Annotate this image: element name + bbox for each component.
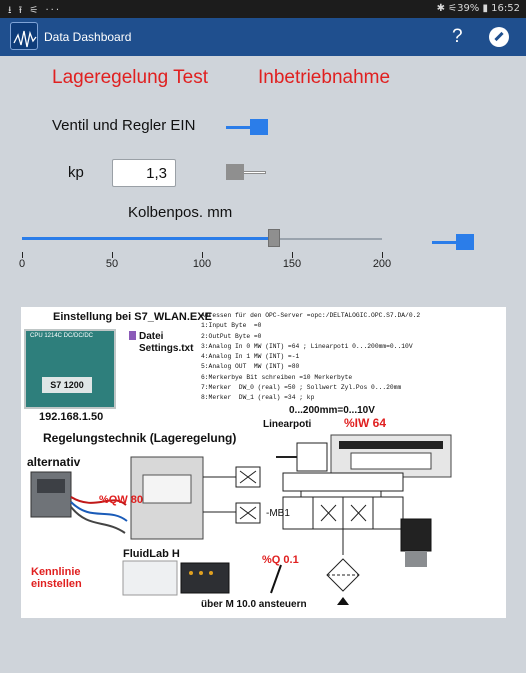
ventil-toggle[interactable]: [226, 119, 270, 135]
opc-address-line: 3:Analog In 0 MW (INT) =64 ; Linearpoti …: [201, 342, 413, 350]
plc-ip: 192.168.1.50: [39, 411, 104, 423]
heading-inbetriebnahme: Inbetriebnahme: [258, 67, 391, 88]
app-title: Data Dashboard: [44, 30, 132, 44]
opc-address-line: 1:Input Byte =0: [201, 322, 262, 330]
kp-input[interactable]: [112, 159, 176, 187]
opc-address-line: 5:Analog OUT MW (INT) =80: [201, 363, 300, 371]
regelung-label: Regelungstechnik (Lageregelung): [43, 431, 237, 445]
ventil-toggle-track: [226, 126, 266, 129]
slider-tick-label: 50: [105, 258, 119, 270]
kolbenpos-toggle-track: [432, 241, 472, 244]
settings-file-label: Datei Settings.txt: [139, 331, 194, 354]
kolbenpos-slider[interactable]: [22, 229, 382, 249]
opc-address-line: 7:Merker DW_0 (real) =50 ; Sollwert Zyl.…: [201, 384, 402, 392]
kolbenpos-toggle-thumb: [456, 234, 474, 250]
slider-tick: [382, 252, 383, 258]
setup-diagram: [30, 434, 452, 605]
iw64-label: %IW 64: [344, 416, 387, 430]
kennlinie-label: Kennlinie einstellen: [31, 566, 82, 590]
status-bar: ⭳ ⭱ ⚟ ··· ✱ ⚟39% ▮ 16:52: [0, 0, 526, 18]
plc-model: CPU 1214C DC/DC/DC: [30, 333, 94, 339]
status-icons-right: ✱ ⚟39% ▮ 16:52: [436, 3, 520, 14]
help-icon[interactable]: ?: [452, 26, 463, 47]
status-icons-left: ⭳ ⭱ ⚟ ···: [8, 5, 62, 16]
file-icon: [129, 331, 136, 340]
ventil-toggle-thumb: [250, 119, 268, 135]
slider-knob[interactable]: [268, 229, 280, 247]
alternativ-label: alternativ: [27, 455, 81, 469]
slider-fill: [22, 237, 274, 240]
kp-toggle-thumb: [226, 164, 244, 180]
slider-tick: [22, 252, 23, 258]
setup-image-panel: Einstellung bei S7_WLAN.EXE CPU 1214C DC…: [21, 307, 506, 618]
kp-toggle[interactable]: [226, 164, 270, 180]
opc-address-line: 4:Analog In 1 MW (INT) =-1: [201, 353, 300, 361]
confirm-check-icon[interactable]: [489, 27, 509, 47]
slider-tick: [202, 252, 203, 258]
kp-label: kp: [68, 164, 84, 181]
panel-title: Einstellung bei S7_WLAN.EXE: [53, 311, 212, 323]
ansteuern-label: über M 10.0 ansteuern: [201, 599, 307, 610]
opc-address-line: 8:Merker DW_1 (real) =34 ; kp: [201, 394, 315, 402]
slider-tick: [112, 252, 113, 258]
ventil-label: Ventil und Regler EIN: [52, 117, 196, 134]
range-label: 0...200mm=0...10V: [289, 405, 375, 416]
linearpoti-label: Linearpoti: [263, 419, 312, 430]
opc-address-line: 2:OutPut Byte =0: [201, 332, 262, 340]
plc-name: S7 1200: [42, 377, 92, 393]
plc-module: CPU 1214C DC/DC/DC S7 1200: [24, 329, 116, 409]
kolbenpos-label: Kolbenpos. mm: [128, 204, 233, 221]
opc-address-line: Adressen für den OPC-Server =opc:/DELTAL…: [201, 312, 421, 319]
slider-tick-label: 200: [372, 258, 392, 270]
mb1-label: -MB1: [266, 508, 290, 519]
slider-tick-label: 100: [192, 258, 212, 270]
opc-address-line: 6:Merkerbye Bit schreiben =10 Merkerbyte: [201, 373, 353, 381]
slider-tick: [292, 252, 293, 258]
qw80-label: %QW 80: [99, 494, 144, 506]
heading-lageregelung: Lageregelung Test: [52, 67, 208, 88]
app-bar: Data Dashboard ?: [0, 18, 526, 56]
kolbenpos-toggle[interactable]: [432, 234, 476, 250]
slider-tick-label: 150: [282, 258, 302, 270]
slider-tick-label: 0: [18, 258, 26, 270]
fluidlab-label: FluidLab H: [123, 548, 180, 560]
q01-label: %Q 0.1: [262, 554, 299, 566]
opc-address-list: Adressen für den OPC-Server =opc:/DELTAL…: [201, 311, 420, 404]
app-logo-icon: [10, 22, 38, 50]
